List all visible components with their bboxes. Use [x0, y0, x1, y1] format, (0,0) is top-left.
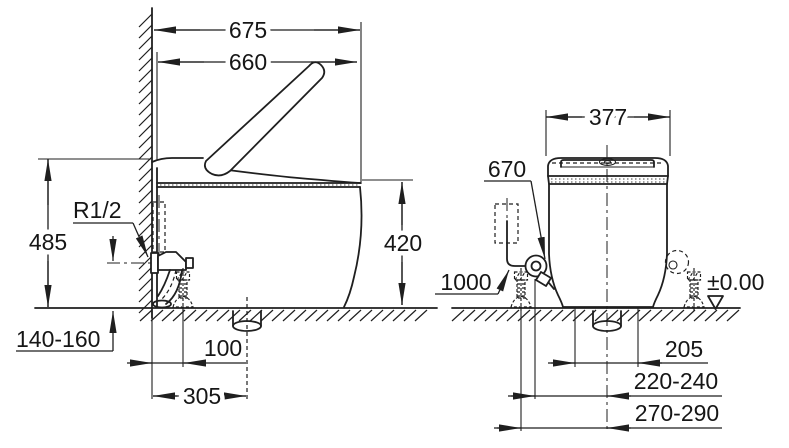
dim-label-485: 485 — [29, 229, 67, 255]
floor-fixing-bolt — [172, 268, 194, 311]
drain-outlet-side — [232, 297, 262, 400]
floor-datum: ±0.00 — [707, 269, 764, 310]
label-r12: R1/2 — [73, 197, 122, 223]
supply-elbow — [535, 271, 552, 287]
dimension-width: 377 — [545, 100, 671, 156]
label-670: 670 — [488, 156, 526, 182]
dim-label-305: 305 — [183, 383, 221, 409]
dimension-overall-depth: 675 — [154, 13, 362, 184]
dim-label-140-160: 140-160 — [16, 326, 100, 352]
dimension-seat-height: 485 — [24, 158, 151, 307]
seat-top — [151, 157, 204, 163]
dim-label-660: 660 — [229, 49, 267, 75]
dimension-bowl-height: 420 — [362, 179, 427, 305]
callout-power-cable: 1000 — [435, 269, 510, 295]
dimension-supply-wall-offset: 100 — [127, 310, 246, 399]
dimension-drain-side-offset: 205 — [548, 308, 708, 367]
power-cable — [506, 220, 527, 267]
dimension-supply-height: 140-160 — [16, 236, 117, 352]
label-floor-level: ±0.00 — [707, 269, 764, 295]
lid-top-panel — [560, 159, 655, 168]
seat-profile — [227, 169, 361, 184]
floor-fixing-bolt-right — [683, 268, 705, 311]
concealed-supply-pipe — [152, 201, 166, 253]
floor-hatching-right — [451, 309, 740, 322]
dim-label-205: 205 — [665, 336, 703, 362]
connection-grommet — [524, 254, 555, 290]
power-socket — [494, 198, 527, 267]
wall-hatching — [138, 13, 153, 314]
dimension-drain-wall-offset: 305 — [153, 379, 246, 414]
floor-fixing-bolt-left — [510, 268, 532, 311]
raised-lid — [203, 61, 326, 177]
drain-outlet-rear — [592, 310, 622, 332]
dim-label-377: 377 — [589, 104, 627, 130]
dim-label-420: 420 — [384, 230, 422, 256]
label-1000: 1000 — [440, 269, 491, 295]
rear-body — [547, 157, 669, 308]
dim-label-100: 100 — [204, 335, 242, 361]
callout-water-connection: R1/2 — [73, 197, 149, 258]
wall — [138, 7, 153, 319]
lid-hinge-detail — [598, 158, 617, 166]
side-fixing-hole — [664, 249, 690, 275]
dim-label-675: 675 — [229, 17, 267, 43]
callout-supply-hose: 670 — [484, 156, 546, 260]
rear-view-toilet — [494, 145, 705, 431]
side-front-edge — [343, 186, 363, 308]
supply-hose — [157, 269, 171, 297]
dimension-ceramic-depth: 660 — [156, 45, 357, 160]
dimension-cable-center-offset: 270-290 — [494, 310, 722, 432]
dim-label-270-290: 270-290 — [635, 400, 719, 426]
dimension-supply-center-offset: 220-240 — [508, 279, 722, 400]
datum-triangle-icon — [707, 295, 724, 310]
supply-valve — [107, 251, 194, 309]
dim-label-220-240: 220-240 — [634, 368, 718, 394]
floor — [34, 307, 741, 322]
